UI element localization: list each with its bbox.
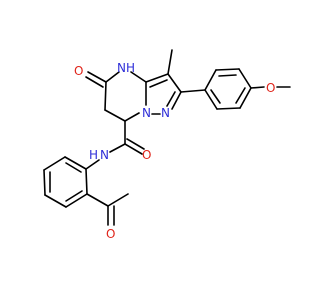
bond-ph2 [65, 193, 88, 208]
bond-ph4 [43, 169, 46, 196]
bond-c7-c6 [104, 109, 126, 122]
bond-n-phenyl [85, 159, 100, 170]
bond-c3a-c3 [145, 73, 169, 83]
atom-label-layer: NH N N O N H O O O [74, 61, 275, 241]
molecule-structure-diagram: NH N N O N H O O O [43, 49, 291, 241]
bond-c5-o-1 [87, 71, 107, 83]
bond-c2-n1-inner [166, 91, 176, 107]
atom-n1-label: N [161, 106, 170, 120]
bond-c3-c2 [167, 73, 182, 93]
bond-ph5 [43, 156, 66, 171]
bond-ar6 [204, 89, 218, 110]
bond-ph2-inner [65, 190, 83, 202]
bond-ar4 [239, 87, 252, 109]
atom-n8a-label: N [142, 106, 151, 120]
bond-camide-o-2 [126, 138, 145, 150]
bond-ph6-inner [65, 162, 82, 173]
atom-o-acetyl-label: O [106, 227, 115, 241]
bond-c3a-c3-inner [149, 79, 168, 88]
bond-ar4-inner [235, 87, 246, 104]
atom-h-amide-label: H [89, 148, 98, 162]
bond-ar2 [215, 68, 240, 71]
atom-n4-label: NH [117, 61, 135, 75]
bond-layer [43, 49, 291, 226]
bond-c5-o-2 [85, 76, 104, 88]
bond-ph1 [85, 168, 88, 195]
bond-c5-n4 [105, 71, 120, 83]
bond-n4-c3a [130, 71, 147, 83]
atom-n-amide-label: N [100, 148, 109, 162]
bond-c2-aryl [180, 89, 206, 93]
bond-ar2-inner [218, 74, 237, 77]
atom-o-methoxy-label: O [266, 81, 275, 95]
bond-ph-cacetyl [86, 193, 109, 207]
bond-cacetyl-ch3 [107, 193, 129, 207]
bond-ar5 [216, 107, 241, 110]
atom-o-amide-label: O [142, 148, 151, 162]
bond-ar6-inner [210, 89, 221, 104]
bond-ar-o [250, 86, 265, 89]
bond-c6-c5 [104, 81, 107, 111]
bond-n8a-c7 [124, 112, 140, 122]
bond-ph3 [44, 194, 67, 208]
bond-c2-n1 [171, 91, 182, 110]
bond-ph6 [64, 156, 87, 170]
bond-ar3 [238, 68, 252, 89]
bond-ar1 [204, 69, 217, 91]
bond-c3-methyl [167, 49, 173, 75]
bond-camide-n [109, 143, 126, 153]
atom-o-ketone-label: O [74, 64, 83, 78]
bond-camide-o-1 [124, 143, 143, 155]
